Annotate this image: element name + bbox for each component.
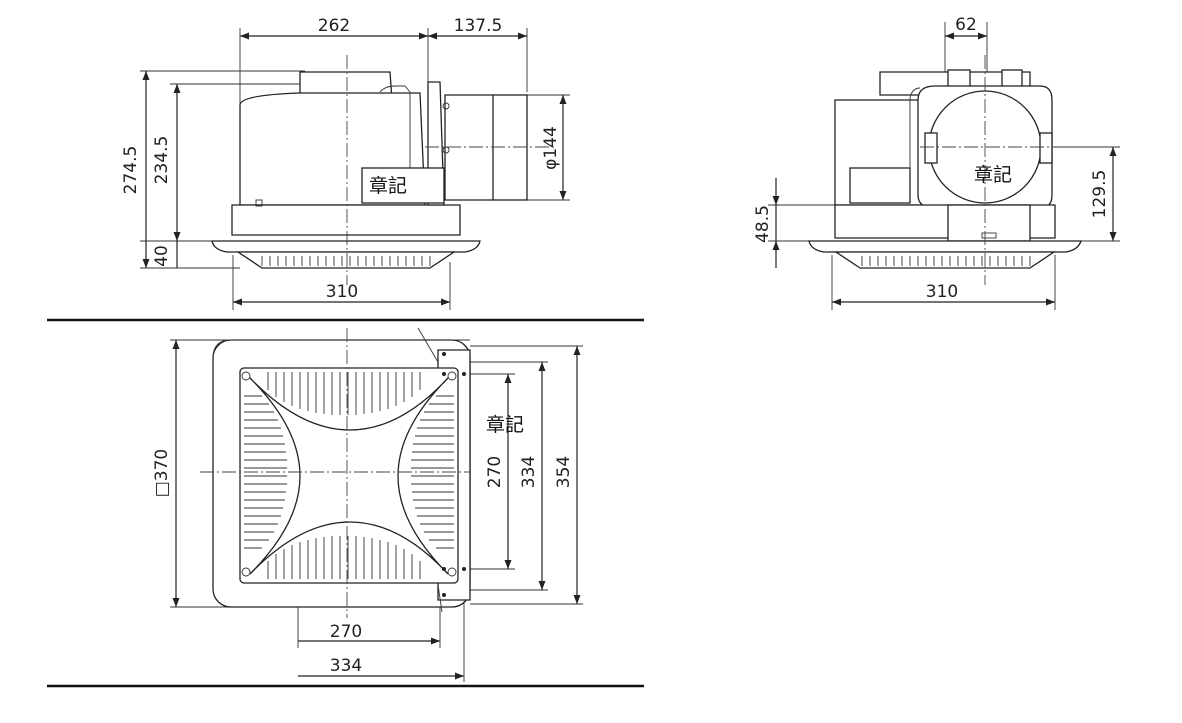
dim-label-129: 129.5 (1090, 170, 1110, 219)
dim-label-270v: 270 (485, 456, 505, 488)
dim-label-137: 137.5 (454, 16, 503, 36)
screw-icon (447, 567, 457, 577)
dim-label-40: 40 (152, 245, 172, 267)
screw-icon (241, 371, 251, 381)
front-grille-body (833, 251, 1057, 269)
stamp-mark-side: 章記 (369, 175, 407, 197)
wire-bracket (379, 85, 411, 170)
dim-label-duct: φ144 (541, 126, 561, 170)
front-grille-rim (808, 240, 1082, 253)
louver-left (244, 395, 287, 549)
dim-label-48: 48.5 (753, 205, 773, 243)
grille-body (235, 251, 457, 269)
dim-label-262: 262 (318, 16, 350, 36)
dim-label-334h: 334 (330, 656, 362, 676)
stamp-mark-plan: 章記 (486, 414, 524, 436)
screw-icon (241, 567, 251, 577)
adapter-ring (444, 94, 498, 201)
dim-label-370: □370 (152, 449, 172, 498)
dim-label-270h: 270 (330, 622, 362, 642)
duct-connector (492, 94, 528, 201)
louver-top (267, 372, 421, 415)
side-view: 262 137.5 274.5 234.5 40 φ144 310 章記 (121, 16, 570, 310)
dim-label-310-front: 310 (926, 282, 958, 302)
front-terminal-box (849, 167, 911, 204)
front-view: 62 48.5 129.5 310 章記 (753, 15, 1120, 310)
dim-label-310: 310 (326, 282, 358, 302)
frame-box (231, 204, 461, 236)
louver-right (411, 395, 454, 549)
dim-label-274: 274.5 (121, 146, 141, 195)
louver-bottom (267, 536, 421, 579)
grille-rim (211, 240, 481, 253)
center-cross-panel (249, 377, 449, 575)
dim-label-354v: 354 (554, 456, 574, 488)
dim-label-234: 234.5 (152, 136, 172, 185)
stamp-mark-front: 章記 (974, 164, 1012, 186)
plan-view: □370 270 334 354 270 334 章記 (152, 327, 583, 682)
dim-label-334v: 334 (519, 456, 539, 488)
dim-label-62: 62 (955, 15, 977, 35)
terminal-box (361, 167, 445, 204)
screw-icon (447, 371, 457, 381)
